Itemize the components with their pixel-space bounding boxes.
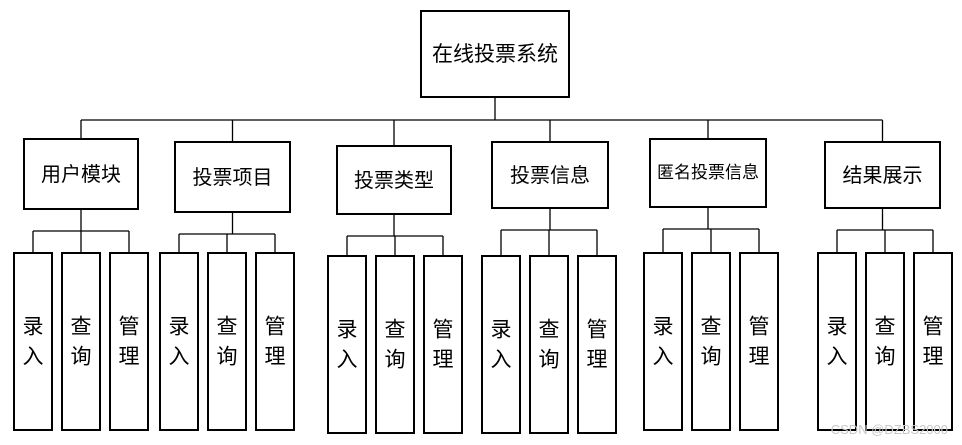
leaf-label-char: 理: [749, 345, 770, 369]
leaf-label-char: 录: [23, 315, 44, 339]
leaf-box: [865, 252, 905, 431]
leaf-box: [375, 255, 415, 434]
leaf-box: [817, 252, 857, 431]
leaf-label-char: 入: [653, 345, 674, 369]
leaf-label-char: 查: [875, 315, 896, 339]
module-box: [491, 141, 609, 209]
leaf-box: [327, 255, 367, 434]
leaf-box: [255, 252, 295, 431]
leaf-label-char: 查: [71, 315, 92, 339]
module-box: [174, 141, 291, 213]
leaf-box: [691, 252, 731, 431]
leaf-label-char: 录: [337, 318, 358, 342]
leaf-label-char: 录: [169, 315, 190, 339]
leaf-label-char: 询: [385, 348, 406, 372]
leaf-box: [913, 252, 953, 431]
leaf-label-char: 录: [653, 315, 674, 339]
root-box: [420, 10, 570, 98]
leaf-box: [13, 252, 53, 431]
leaf-box: [159, 252, 199, 431]
leaf-box: [577, 255, 617, 434]
leaf-label-char: 查: [701, 315, 722, 339]
leaf-box: [643, 252, 683, 431]
leaf-label-char: 理: [433, 348, 454, 372]
leaf-box: [61, 252, 101, 431]
leaf-label-char: 管: [119, 315, 140, 339]
leaf-box: [739, 252, 779, 431]
leaf-label-char: 查: [385, 318, 406, 342]
connectors: [32, 97, 934, 256]
leaf-label-char: 理: [587, 348, 608, 372]
leaf-box: [423, 255, 463, 434]
module-label: 投票项目: [193, 165, 273, 189]
module-box: [336, 145, 452, 215]
leaf-label-char: 询: [217, 345, 238, 369]
leaf-label-char: 管: [749, 315, 770, 339]
module-box: [824, 141, 941, 209]
leaf-label-char: 入: [23, 345, 44, 369]
leaf-box: [207, 252, 247, 431]
leaf-label-char: 查: [217, 315, 238, 339]
leaf-label-char: 管: [433, 318, 454, 342]
leaf-label-char: 询: [539, 348, 560, 372]
leaf-label-char: 入: [169, 345, 190, 369]
leaf-label-char: 录: [827, 315, 848, 339]
leaf-label-char: 理: [119, 345, 140, 369]
module-label: 投票信息: [510, 163, 590, 187]
root-label: 在线投票系统: [432, 42, 558, 66]
leaf-label-char: 入: [491, 348, 512, 372]
watermark: CSDN @DZBS2000: [830, 422, 948, 437]
leaf-label-char: 管: [265, 315, 286, 339]
leaf-label-char: 理: [923, 345, 944, 369]
leaf-box: [529, 255, 569, 434]
leaf-label-char: 查: [539, 318, 560, 342]
module-box: [23, 138, 139, 210]
leaf-label-char: 录: [491, 318, 512, 342]
module-box: [649, 138, 767, 208]
leaf-box: [481, 255, 521, 434]
leaf-label-char: 入: [827, 345, 848, 369]
module-label: 结果展示: [843, 163, 923, 187]
leaf-label-char: 管: [923, 315, 944, 339]
module-label: 匿名投票信息: [657, 163, 759, 183]
leaf-label-char: 询: [701, 345, 722, 369]
leaf-box: [109, 252, 149, 431]
module-label: 用户模块: [41, 162, 121, 186]
leaf-label-char: 管: [587, 318, 608, 342]
nodes: 在线投票系统 用户模块录入查询管理投票项目录入查询管理投票类型录入查询管理投票信…: [13, 10, 953, 434]
leaf-label-char: 询: [875, 345, 896, 369]
leaf-label-char: 询: [71, 345, 92, 369]
leaf-label-char: 理: [265, 345, 286, 369]
leaf-label-char: 入: [337, 348, 358, 372]
module-label: 投票类型: [354, 168, 434, 192]
